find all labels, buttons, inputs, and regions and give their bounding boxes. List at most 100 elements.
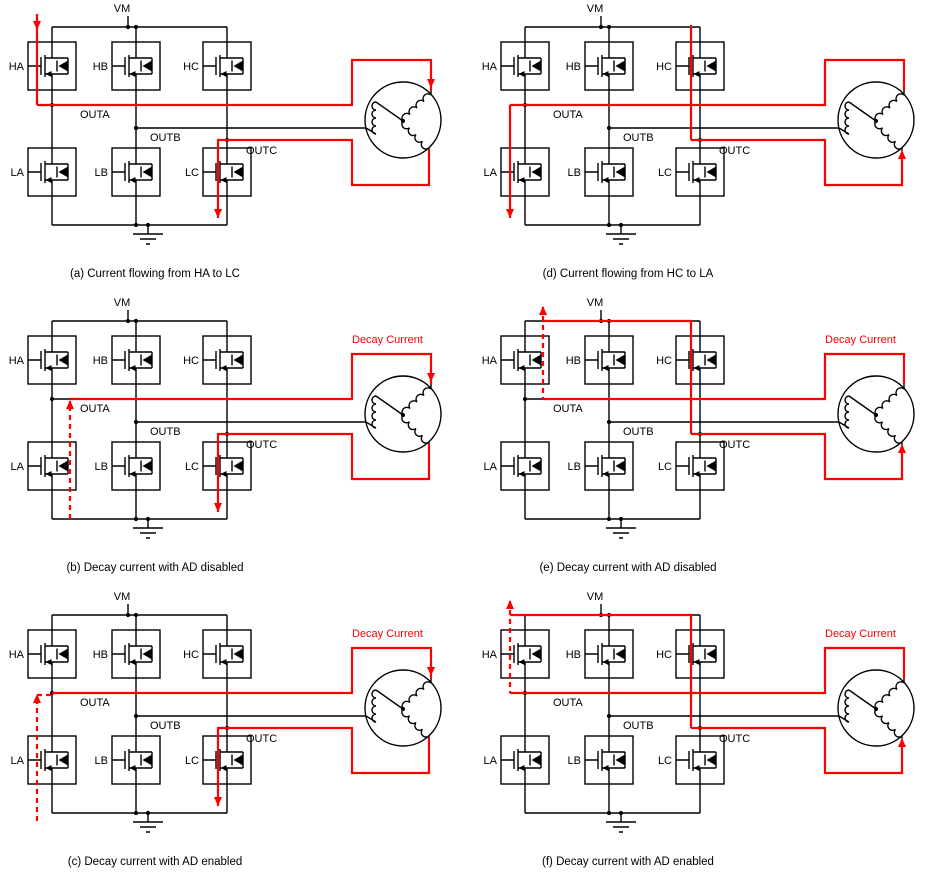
fet-block-la: LA	[11, 735, 77, 785]
fet-label-hc: HC	[183, 355, 199, 367]
fet-label-lb: LB	[95, 755, 108, 767]
fet-block-ha: HA	[482, 335, 550, 385]
decay-current-label: Decay Current	[352, 334, 423, 346]
fet-block-lc: LC	[185, 735, 252, 785]
current-arrow	[506, 600, 514, 609]
fet-block-hb: HB	[93, 41, 161, 91]
fet-label-la: LA	[484, 755, 498, 767]
current-path-b	[66, 352, 435, 519]
fet-block-lc: LC	[185, 147, 252, 197]
fet-block-la: LA	[484, 147, 550, 197]
outc-label: OUTC	[246, 733, 277, 745]
motor-icon	[837, 81, 915, 159]
fet-label-lc: LC	[658, 461, 672, 473]
fet-label-lc: LC	[658, 755, 672, 767]
circuit-wiring	[49, 16, 432, 245]
outc-label: OUTC	[246, 145, 277, 157]
fet-label-la: LA	[11, 755, 25, 767]
fet-label-lb: LB	[568, 461, 581, 473]
fet-block-hc: HC	[656, 335, 725, 385]
fet-label-lb: LB	[568, 755, 581, 767]
current-arrow	[427, 667, 435, 676]
fet-label-lc: LC	[185, 461, 199, 473]
panel-caption: (a) Current flowing from HA to LC	[70, 268, 240, 280]
fet-label-la: LA	[11, 167, 25, 179]
motor-icon	[364, 81, 442, 159]
fet-label-ha: HA	[482, 355, 498, 367]
current-arrow	[33, 21, 41, 30]
fet-block-lc: LC	[658, 441, 725, 491]
fet-label-ha: HA	[482, 61, 498, 73]
motor-icon	[837, 375, 915, 453]
fet-label-hb: HB	[566, 649, 581, 661]
panel-caption: (c) Decay current with AD enabled	[68, 856, 243, 868]
motor-icon	[837, 669, 915, 747]
outa-label: OUTA	[553, 403, 583, 415]
fet-label-lb: LB	[95, 461, 108, 473]
fet-block-lc: LC	[658, 147, 725, 197]
fet-block-lb: LB	[568, 441, 634, 491]
fet-label-lb: LB	[95, 167, 108, 179]
fet-block-ha: HA	[9, 629, 77, 679]
fet-block-la: LA	[484, 735, 550, 785]
fet-block-lb: LB	[95, 147, 161, 197]
fet-block-hc: HC	[656, 41, 725, 91]
outb-label: OUTB	[150, 132, 181, 144]
fet-label-la: LA	[11, 461, 25, 473]
fet-block-lb: LB	[568, 735, 634, 785]
fet-label-ha: HA	[9, 61, 25, 73]
fet-block-ha: HA	[482, 629, 550, 679]
current-arrow	[898, 444, 906, 453]
vm-label: VM	[114, 591, 131, 603]
fet-label-hc: HC	[183, 61, 199, 73]
current-arrow	[898, 150, 906, 159]
fet-block-hc: HC	[183, 41, 252, 91]
fet-label-hb: HB	[93, 649, 108, 661]
current-arrow	[33, 694, 41, 703]
fet-label-la: LA	[484, 167, 498, 179]
vm-label: VM	[114, 297, 131, 309]
current-arrow	[506, 209, 514, 218]
outa-label: OUTA	[80, 109, 110, 121]
fet-label-hc: HC	[656, 355, 672, 367]
fet-block-hb: HB	[566, 629, 634, 679]
fet-label-lc: LC	[185, 167, 199, 179]
fet-label-hb: HB	[93, 61, 108, 73]
current-path-f	[506, 600, 906, 775]
vm-label: VM	[587, 3, 604, 15]
fet-label-ha: HA	[482, 649, 498, 661]
motor-icon	[364, 375, 442, 453]
fet-block-hb: HB	[93, 335, 161, 385]
fet-block-hb: HB	[566, 41, 634, 91]
fet-label-hb: HB	[93, 355, 108, 367]
fet-block-ha: HA	[9, 41, 77, 91]
fet-block-lb: LB	[95, 441, 161, 491]
current-arrow	[539, 306, 547, 315]
fet-label-lb: LB	[568, 167, 581, 179]
outb-label: OUTB	[623, 426, 654, 438]
fet-label-lc: LC	[185, 755, 199, 767]
outa-label: OUTA	[80, 697, 110, 709]
fet-block-hb: HB	[93, 629, 161, 679]
outa-label: OUTA	[80, 403, 110, 415]
vm-label: VM	[587, 591, 604, 603]
current-arrow	[898, 738, 906, 747]
fet-block-la: LA	[11, 147, 77, 197]
fet-label-hc: HC	[656, 61, 672, 73]
circuit-wiring	[522, 16, 905, 245]
panel-caption: (f) Decay current with AD enabled	[542, 856, 714, 868]
outa-label: OUTA	[553, 109, 583, 121]
outa-label: OUTA	[553, 697, 583, 709]
fet-block-hb: HB	[566, 335, 634, 385]
